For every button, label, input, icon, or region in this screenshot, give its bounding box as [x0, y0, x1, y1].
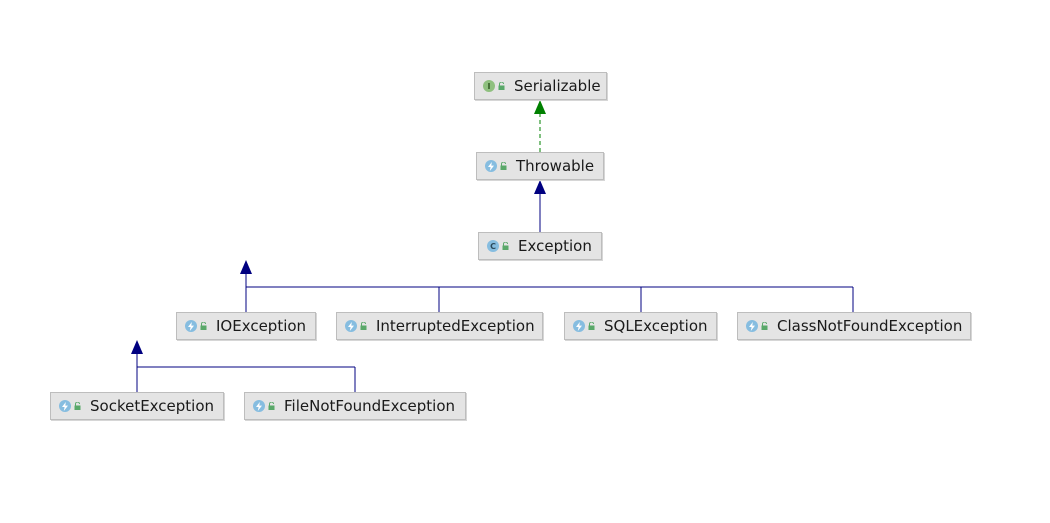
class-name-label: Exception: [518, 237, 592, 255]
exception-icon: [185, 320, 197, 332]
class-node-socketexception[interactable]: SocketException: [50, 392, 224, 420]
class-name-label: SQLException: [604, 317, 708, 335]
arrowhead-exception: [240, 260, 252, 274]
class-icon: C: [487, 240, 499, 252]
public-lock-icon: [585, 322, 604, 330]
exception-icon: [253, 400, 265, 412]
public-lock-icon: [499, 242, 518, 250]
class-node-filenotfoundexception[interactable]: FileNotFoundException: [244, 392, 466, 420]
class-node-throwable[interactable]: Throwable: [476, 152, 604, 180]
exception-icon: [573, 320, 585, 332]
public-lock-icon: [197, 322, 216, 330]
class-name-label: Throwable: [516, 157, 595, 175]
class-name-label: SocketException: [90, 397, 215, 415]
public-lock-icon: [357, 322, 376, 330]
public-lock-icon: [71, 402, 90, 410]
public-lock-icon: [758, 322, 777, 330]
arrowhead-throwable: [534, 180, 546, 194]
public-lock-icon: [497, 162, 516, 170]
exception-icon: [345, 320, 357, 332]
class-node-exception[interactable]: C Exception: [478, 232, 602, 260]
class-node-interruptedexception[interactable]: InterruptedException: [336, 312, 543, 340]
class-name-label: ClassNotFoundException: [777, 317, 963, 335]
public-lock-icon: [265, 402, 284, 410]
exception-icon: [59, 400, 71, 412]
public-lock-icon: [495, 82, 514, 90]
class-node-ioexception[interactable]: IOException: [176, 312, 316, 340]
class-name-label: FileNotFoundException: [284, 397, 456, 415]
class-name-label: Serializable: [514, 77, 601, 95]
class-node-sqlexception[interactable]: SQLException: [564, 312, 717, 340]
arrowhead-ioexception: [131, 340, 143, 354]
exception-icon: [746, 320, 758, 332]
class-node-serializable[interactable]: I Serializable: [474, 72, 607, 100]
class-node-classnotfoundexception[interactable]: ClassNotFoundException: [737, 312, 971, 340]
exception-icon: [485, 160, 497, 172]
class-name-label: InterruptedException: [376, 317, 535, 335]
arrowhead-serializable: [534, 100, 546, 114]
interface-icon: I: [483, 80, 495, 92]
class-name-label: IOException: [216, 317, 307, 335]
